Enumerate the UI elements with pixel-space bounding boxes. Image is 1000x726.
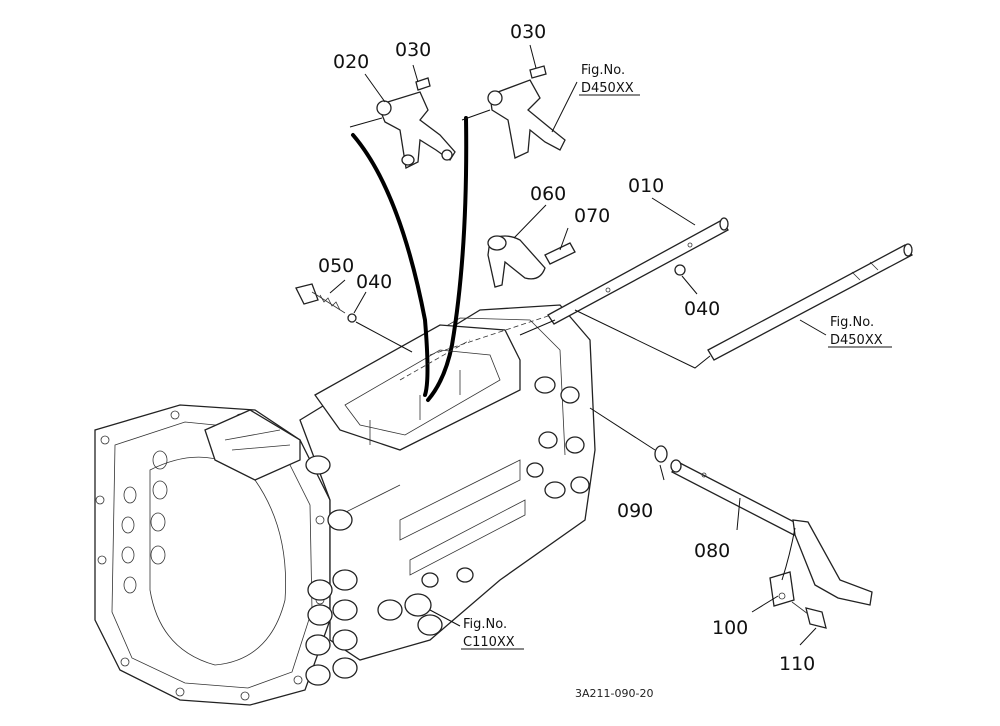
label-110: 110 xyxy=(779,653,815,675)
label-060: 060 xyxy=(530,183,566,205)
label-040-right: 040 xyxy=(684,298,720,320)
label-070: 070 xyxy=(574,205,610,227)
set-screw-030-left xyxy=(415,77,431,91)
transmission-case xyxy=(94,304,596,706)
label-030-right: 030 xyxy=(510,21,546,43)
bolt-110 xyxy=(791,601,827,629)
leader-lines xyxy=(329,44,827,646)
figref-bottom-line2: C110XX xyxy=(463,635,515,650)
label-040-left: 040 xyxy=(356,271,392,293)
figref-right-line1: Fig.No. xyxy=(830,315,874,330)
assembly-line-left xyxy=(351,133,430,397)
figref-bottom-line1: Fig.No. xyxy=(463,617,507,632)
shift-fork-020 xyxy=(376,91,456,169)
figref-top-line1: Fig.No. xyxy=(581,63,625,78)
set-screw-030-right xyxy=(529,65,547,79)
label-080: 080 xyxy=(694,540,730,562)
plate-100 xyxy=(769,571,795,607)
label-030-left: 030 xyxy=(395,39,431,61)
label-050: 050 xyxy=(318,255,354,277)
ball-040-left xyxy=(347,313,357,323)
figref-right-line2: D450XX xyxy=(830,333,883,348)
spring-pin-070 xyxy=(544,242,576,265)
shift-arm-060 xyxy=(487,235,546,288)
drawing-code: 3A211-090-20 xyxy=(575,687,653,700)
label-100: 100 xyxy=(712,617,748,639)
label-020: 020 xyxy=(333,51,369,73)
label-010: 010 xyxy=(628,175,664,197)
shift-rod-reference xyxy=(707,243,913,361)
ball-040-right xyxy=(674,264,686,276)
shift-fork-ghost xyxy=(487,79,566,159)
assembly-line-right xyxy=(426,116,469,402)
o-ring-090 xyxy=(654,445,668,463)
label-090: 090 xyxy=(617,500,653,522)
figref-top-line2: D450XX xyxy=(581,81,634,96)
plug-050 xyxy=(295,283,346,314)
